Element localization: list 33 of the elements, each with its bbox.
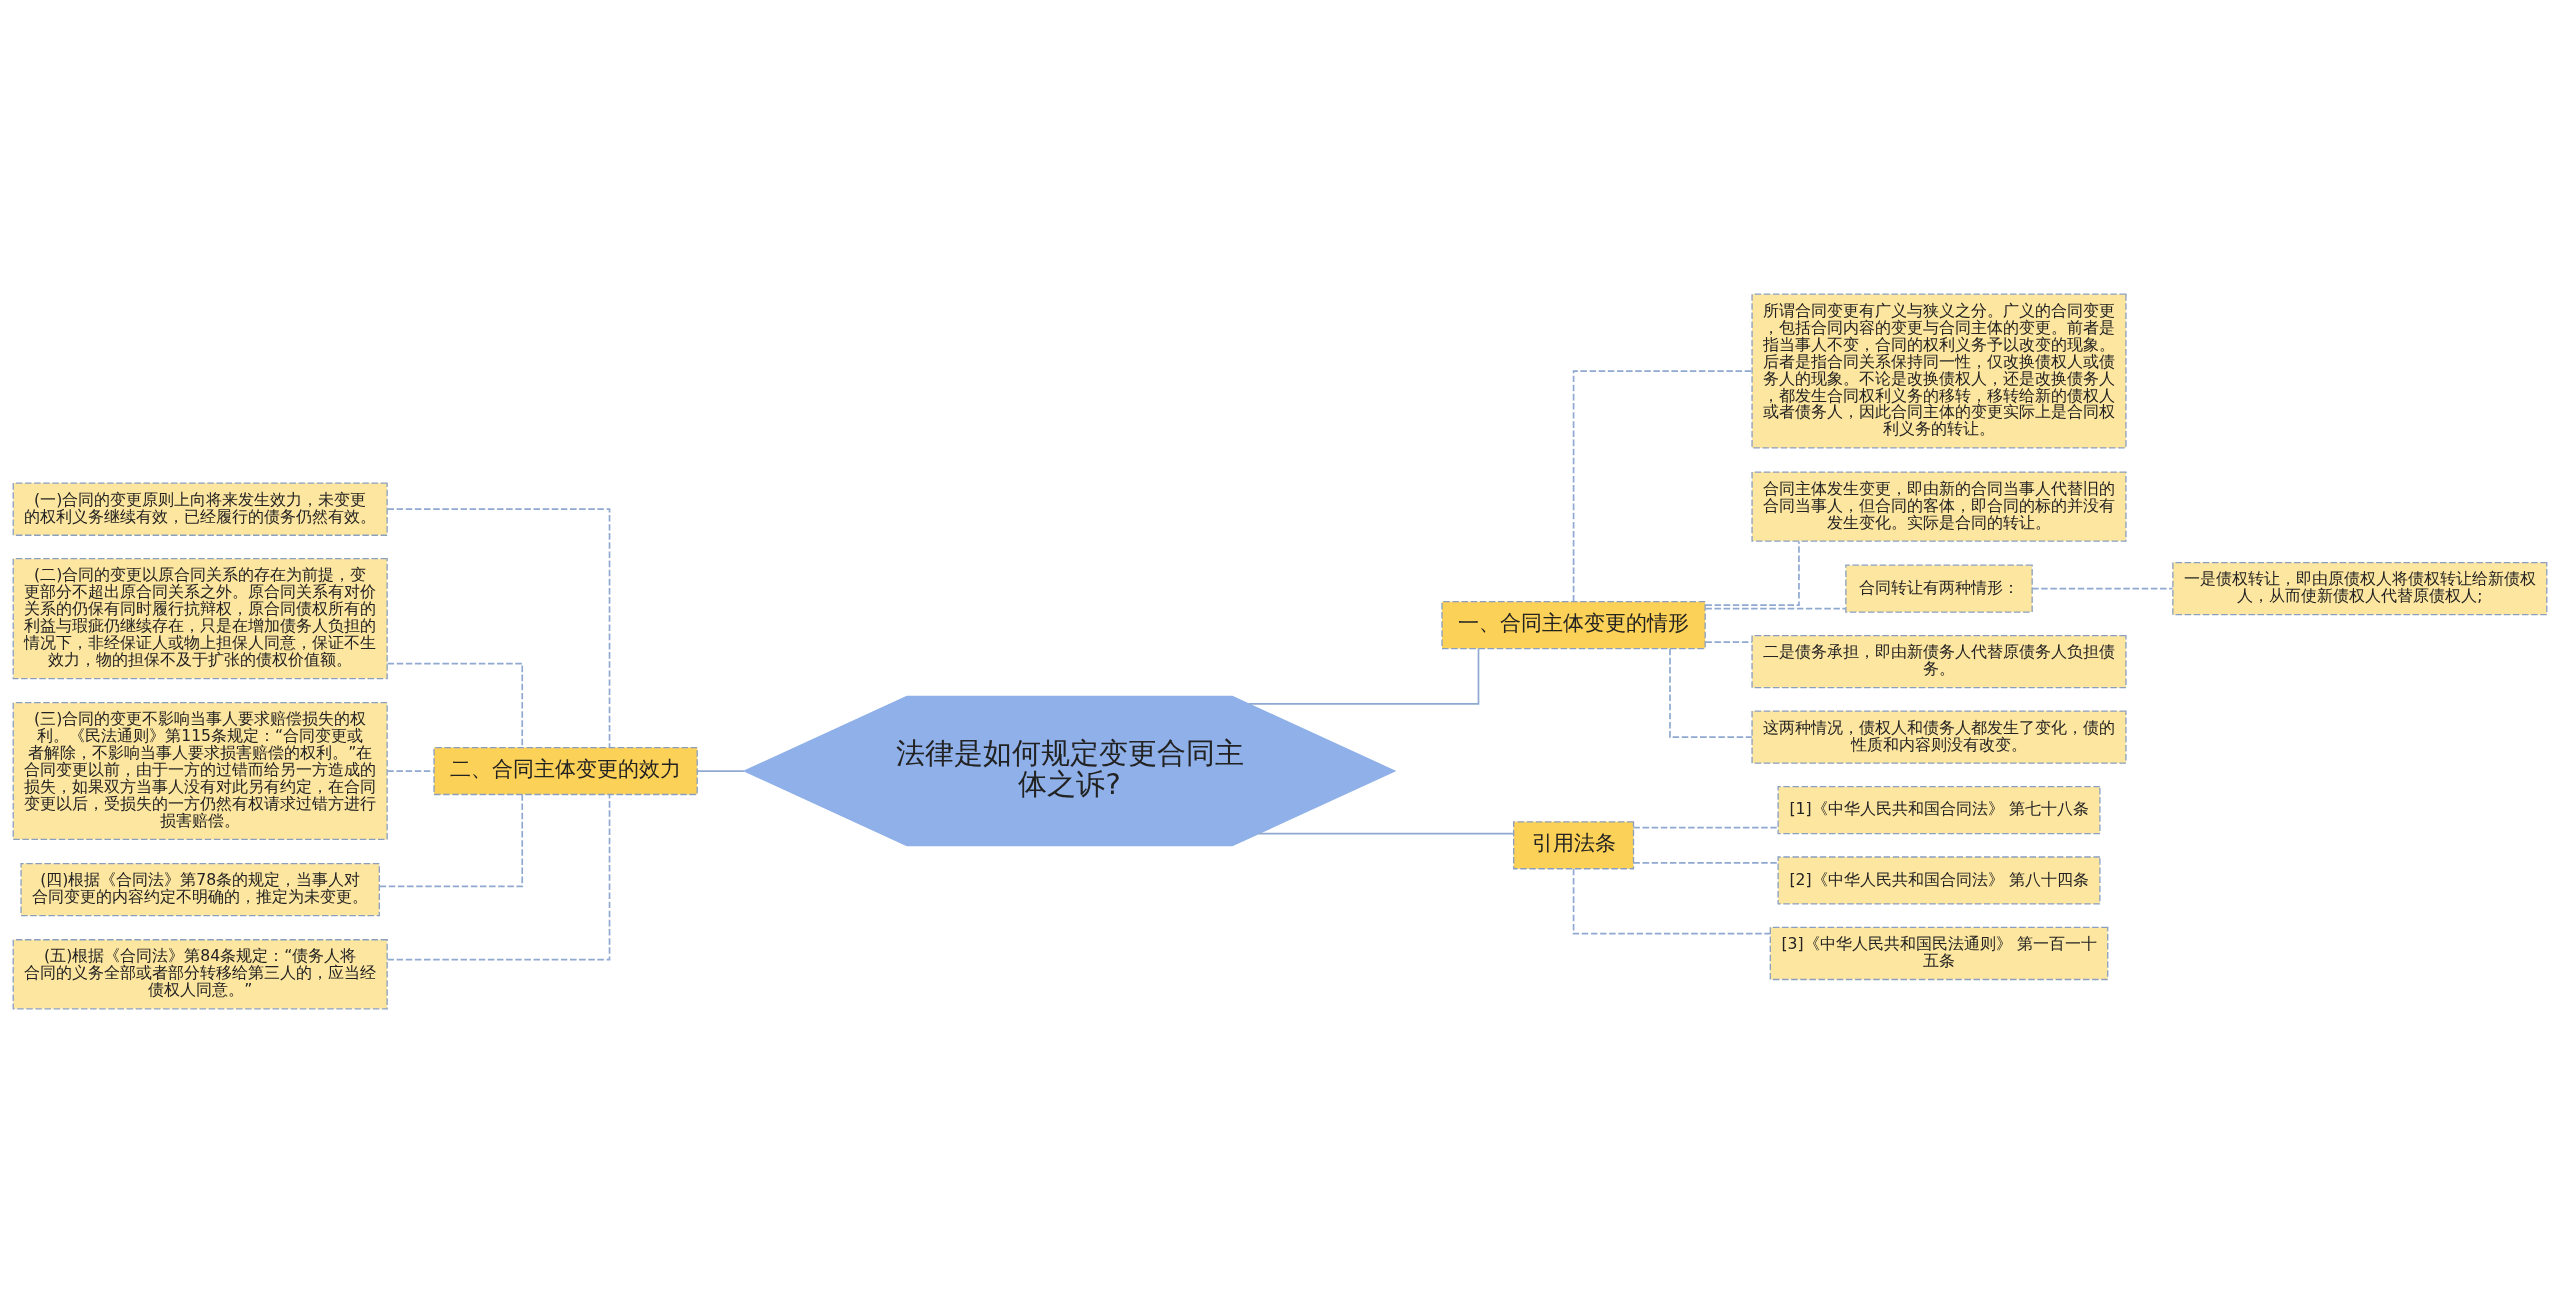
connector	[386, 508, 611, 749]
node-box: 二、合同主体变更的效力	[433, 746, 698, 796]
node-box: 一是债权转让，即由原债权人将债权转让给新债权人，从而使新债权人代替原债权人;	[2172, 561, 2548, 616]
connector	[696, 770, 745, 772]
connector	[1572, 868, 1772, 935]
node-box: 这两种情况，债权人和债务人都发生了变化，债的性质和内容则没有改变。	[1751, 710, 2127, 764]
connector	[386, 793, 611, 961]
node-box: 引用法条	[1513, 821, 1635, 870]
node-box: 合同主体发生变更，即由新的合同当事人代替旧的合同当事人，但合同的客体，即合同的标的并没有发生变化。实际是合同的转让。	[1751, 471, 2127, 542]
connector	[2031, 587, 2174, 590]
connector	[1248, 647, 1480, 705]
node-box: [3]《中华人民共和国民法通则》 第一百一十五条	[1769, 926, 2109, 981]
node-box: [2]《中华人民共和国合同法》 第八十四条	[1777, 856, 2101, 905]
connector	[1704, 540, 1800, 606]
connector	[378, 794, 524, 888]
connector	[1704, 641, 1753, 643]
connector	[1572, 370, 1753, 603]
connector	[1257, 832, 1515, 835]
connector	[1632, 862, 1779, 864]
connector	[1704, 607, 1847, 610]
node-box: (四)根据《合同法》第78条的规定，当事人对合同变更的内容约定不明确的，推定为未变更。	[20, 862, 380, 917]
connector	[386, 770, 435, 772]
node-box: (二)合同的变更以原合同关系的存在为前提，变更部分不超出原合同关系之外。原合同关系有对价关系的仍保有同时履行抗辩权，原合同债权所有的利益与瑕疵仍继续存在，只是在增加债务人负担的情况下，非经保证人或物上担保人同意，保证不生效力，物的担保不及于扩张的债权价值额。	[12, 558, 388, 680]
connector	[1669, 648, 1753, 738]
connector	[1632, 826, 1779, 829]
node-box: 合同转让有两种情形：	[1845, 564, 2033, 613]
node-box: 二是债务承担，即由新债务人代替原债务人负担债务。	[1751, 634, 2127, 689]
node-box: 一、合同主体变更的情形	[1441, 601, 1706, 650]
node-box: 所谓合同变更有广义与狭义之分。广义的合同变更，包括合同内容的变更与合同主体的变更。前者是指当事人不变，合同的权利义务予以改变的现象。后者是指合同关系保持同一性，仅改换债权人或债务人的现象。不论是改换债权人，还是改换债务人，都发生合同权利义务的移转，移转给新的债权人或者债务人，因此合同主体的变更实际上是合同权利义务的转让。	[1751, 293, 2127, 449]
node-box: (五)根据《合同法》第84条规定：“债务人将合同的义务全部或者部分转移给第三人的，应当经债权人同意。”	[12, 939, 388, 1010]
node-box: (一)合同的变更原则上向将来发生效力，未变更的权利义务继续有效，已经履行的债务仍然有效。	[12, 482, 388, 536]
node-box: [1]《中华人民共和国合同法》 第七十八条	[1777, 786, 2101, 835]
node-box: (三)合同的变更不影响当事人要求赔偿损失的权利。《民法通则》第115条规定：“合同变更或者解除，不影响当事人要求损害赔偿的权利。”在合同变更以前，由于一方的过错而给另一方造成的损失，如果双方当事人没有对此另有约定，在合同变更以后，受损失的一方仍然有权请求过错方进行损害赔偿。	[12, 702, 388, 841]
